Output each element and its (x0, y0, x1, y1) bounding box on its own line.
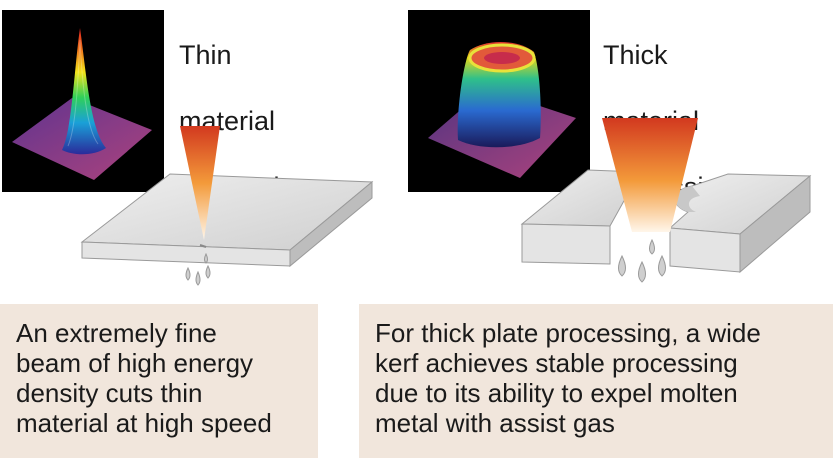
thin-caption-line-3: density cuts thin (16, 378, 203, 408)
thick-caption: For thick plate processing, a wide kerf … (359, 304, 833, 458)
molten-droplets-icon (185, 252, 211, 286)
thin-caption-line-2: beam of high energy (16, 348, 254, 378)
thick-caption-line-4: metal with assist gas (375, 408, 615, 438)
thin-caption: An extremely fine beam of high energy de… (0, 304, 318, 458)
molten-droplets-icon (618, 238, 666, 283)
thin-beam-profile-image (2, 10, 164, 192)
thin-plate-illustration (80, 126, 374, 286)
thick-caption-line-1: For thick plate processing, a wide (375, 318, 761, 348)
thin-caption-line-4: material at high speed (16, 408, 272, 438)
thin-caption-line-1: An extremely fine (16, 318, 217, 348)
thick-caption-line-2: kerf achieves stable processing (375, 348, 738, 378)
thick-plate-illustration (520, 118, 812, 283)
thin-title-line-1: Thin (179, 40, 232, 70)
thick-beam-profile-image (408, 10, 590, 192)
thick-caption-line-3: due to its ability to expel molten (375, 378, 738, 408)
thick-title-line-1: Thick (603, 40, 668, 70)
